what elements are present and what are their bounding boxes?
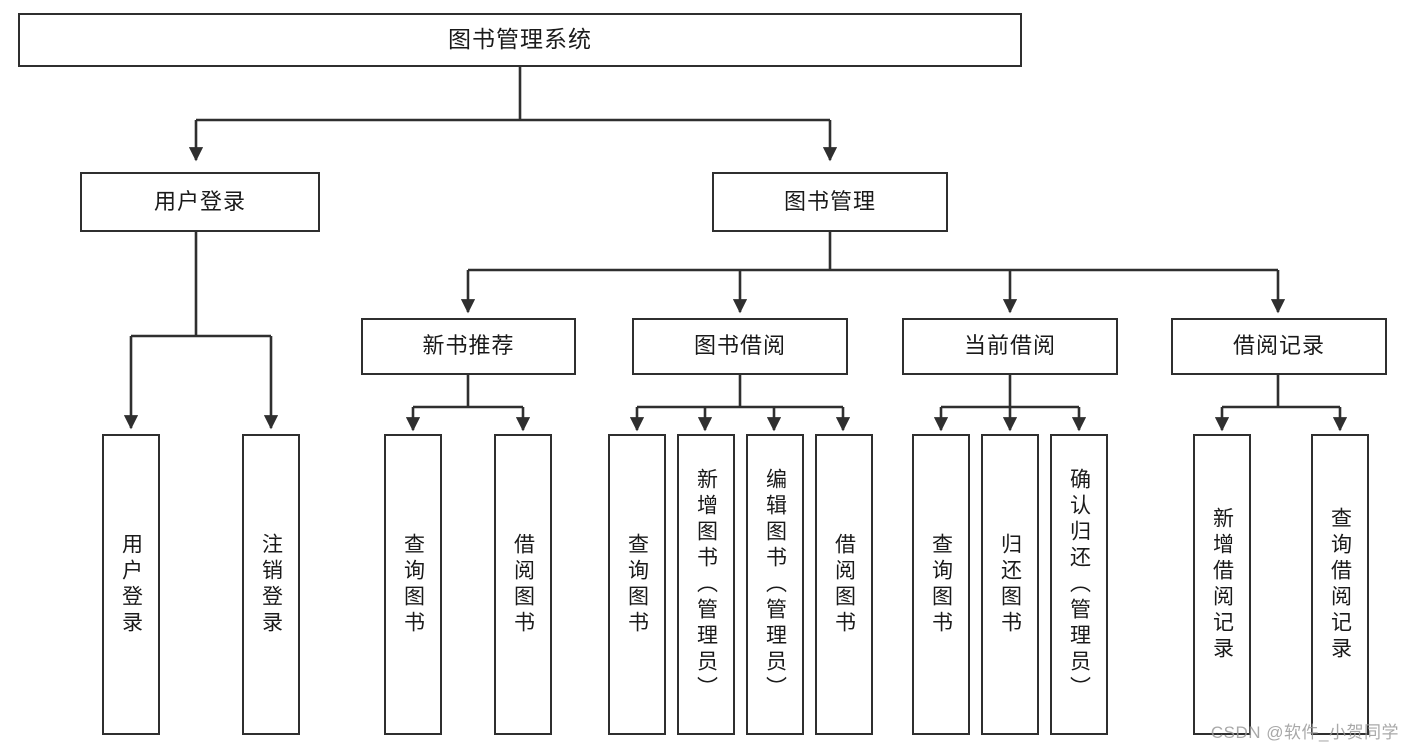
leaf-query-book-recommendation[interactable]: 查询图书 (384, 434, 442, 735)
leaf-logout-login[interactable]: 注销登录 (242, 434, 300, 735)
leaf-edit-book-admin[interactable]: 编辑图书（管理员） (746, 434, 804, 735)
leaf-add-borrow-record[interactable]: 新增借阅记录 (1193, 434, 1251, 735)
node-borrow-record[interactable]: 借阅记录 (1171, 318, 1387, 375)
node-root-library-system[interactable]: 图书管理系统 (18, 13, 1022, 67)
node-new-book-recommendation[interactable]: 新书推荐 (361, 318, 576, 375)
node-label: 借阅记录 (1232, 333, 1325, 359)
leaf-user-login[interactable]: 用户登录 (102, 434, 160, 735)
node-label: 图书借阅 (693, 333, 786, 359)
leaf-add-book-admin[interactable]: 新增图书（管理员） (677, 434, 735, 735)
node-label: 用户登录 (119, 532, 143, 637)
node-label: 确认归还（管理员） (1067, 467, 1091, 702)
watermark-text: CSDN @软件_小贺同学 (1210, 723, 1399, 742)
node-label: 借阅图书 (511, 532, 535, 637)
leaf-confirm-return-admin[interactable]: 确认归还（管理员） (1050, 434, 1108, 735)
node-label: 用户登录 (153, 188, 246, 214)
node-label: 新增图书（管理员） (694, 467, 718, 702)
node-label: 新增借阅记录 (1210, 506, 1234, 663)
node-label: 查询借阅记录 (1328, 506, 1352, 663)
node-book-management[interactable]: 图书管理 (712, 172, 948, 232)
node-label: 注销登录 (259, 532, 283, 637)
node-label: 归还图书 (998, 532, 1022, 637)
leaf-borrow-book-borrow[interactable]: 借阅图书 (815, 434, 873, 735)
node-label: 新书推荐 (422, 333, 515, 359)
node-user-login[interactable]: 用户登录 (80, 172, 320, 232)
node-label: 图书管理 (783, 188, 876, 214)
node-book-borrow[interactable]: 图书借阅 (632, 318, 848, 375)
node-current-borrow[interactable]: 当前借阅 (902, 318, 1118, 375)
node-label: 查询图书 (401, 532, 425, 637)
node-label: 借阅图书 (832, 532, 856, 637)
leaf-return-book[interactable]: 归还图书 (981, 434, 1039, 735)
node-label: 当前借阅 (963, 333, 1056, 359)
node-label: 查询图书 (929, 532, 953, 637)
leaf-query-book-borrow[interactable]: 查询图书 (608, 434, 666, 735)
leaf-query-book-current[interactable]: 查询图书 (912, 434, 970, 735)
node-label: 图书管理系统 (448, 26, 592, 53)
leaf-query-borrow-record[interactable]: 查询借阅记录 (1311, 434, 1369, 735)
leaf-borrow-book-recommendation[interactable]: 借阅图书 (494, 434, 552, 735)
node-label: 查询图书 (625, 532, 649, 637)
node-label: 编辑图书（管理员） (763, 467, 787, 702)
